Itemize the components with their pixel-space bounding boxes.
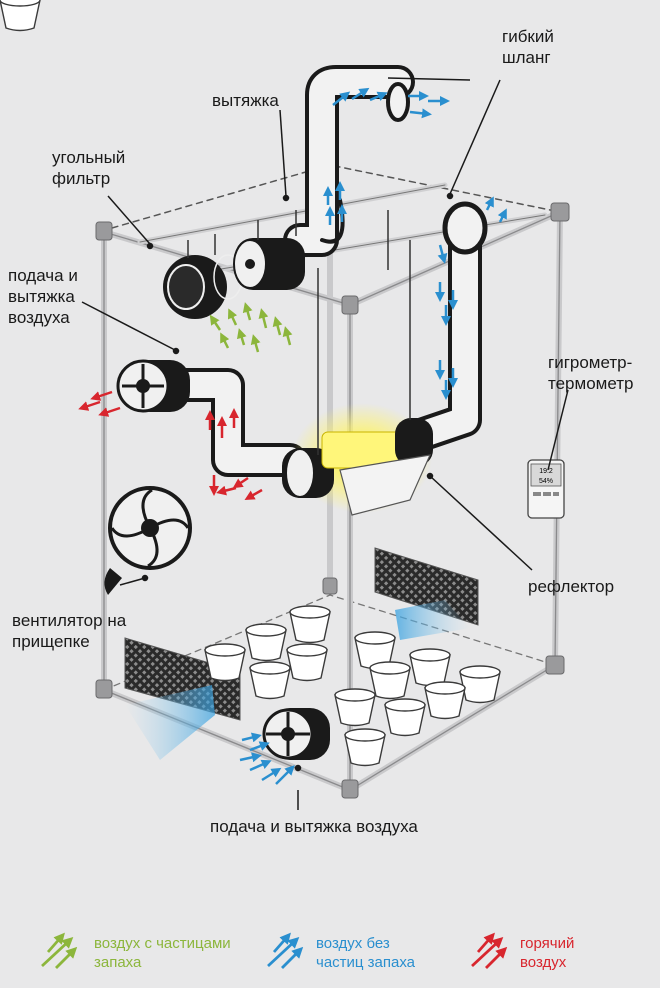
- blue-air-arrows: [239, 87, 507, 785]
- label-hose: гибкий шланг: [502, 27, 554, 67]
- intake-beam-left: [125, 685, 215, 760]
- blue-arrows-icon: [267, 932, 304, 969]
- reflector: [339, 454, 432, 516]
- green-air-arrows: [209, 302, 293, 353]
- exhaust-outlet: [386, 82, 410, 122]
- hygrometer-humidity: 54%: [539, 478, 553, 485]
- grow-lamp: [282, 403, 433, 516]
- label-exhaust: вытяжка: [212, 91, 279, 110]
- red-air-arrows: [78, 390, 263, 500]
- inline-fan-top: [233, 238, 305, 290]
- label-reflector: рефлектор: [528, 577, 615, 596]
- red-arrows-icon: [471, 932, 508, 969]
- hangers: [187, 210, 411, 455]
- hose-ring: [442, 201, 488, 255]
- inline-fan-bottom: [262, 708, 330, 760]
- legend-item-hot-air: горячий воздух: [520, 935, 575, 971]
- intake-beam-right: [395, 600, 470, 640]
- clip-fan: [104, 486, 192, 595]
- hygrometer-temp: 19.2: [539, 468, 553, 475]
- legend-item-clean-air: воздух без частиц запаха: [316, 935, 416, 971]
- label-clip-fan: вентилятор на прищепке: [12, 611, 127, 651]
- inline-fan-left: [116, 359, 190, 413]
- label-carbon-filter: угольный фильтр: [52, 148, 126, 188]
- green-arrows-icon: [41, 932, 78, 969]
- label-hygrometer: гигрометр- термометр: [548, 353, 634, 393]
- vent-mesh-right: [374, 547, 479, 626]
- carbon-filter: [163, 254, 243, 319]
- leader-lines: [81, 77, 569, 810]
- label-intake-exhaust-bottom: подача и вытяжка воздуха: [210, 817, 418, 836]
- hygrometer-device: 19.2 54%: [527, 459, 565, 519]
- label-intake-exhaust-left: подача и вытяжка воздуха: [8, 266, 78, 327]
- legend-item-odor-air: воздух с частицами запаха: [94, 935, 231, 971]
- flower-pots: [0, 0, 501, 767]
